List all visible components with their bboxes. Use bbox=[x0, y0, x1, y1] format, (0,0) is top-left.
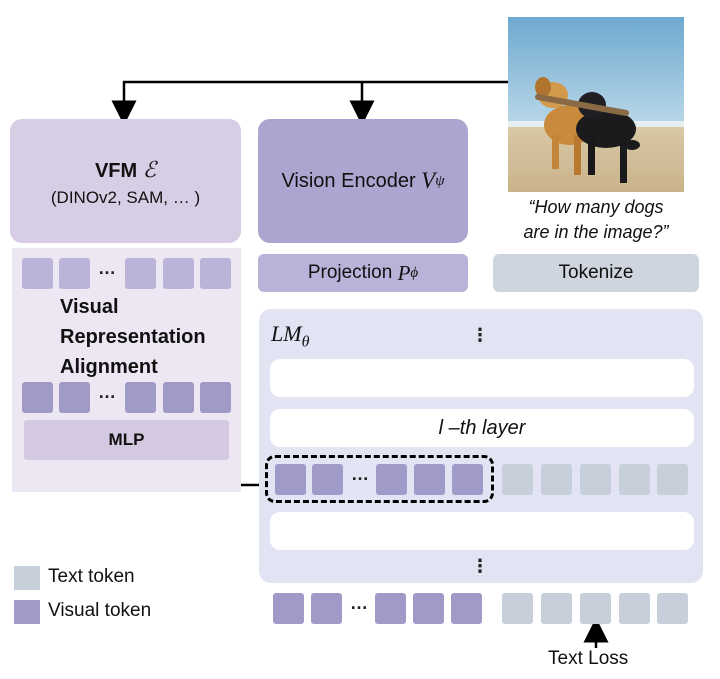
lm-visual-token bbox=[452, 464, 483, 495]
lm-visual-token bbox=[376, 464, 407, 495]
lm-text-token bbox=[657, 464, 688, 495]
vfm-feature-token bbox=[200, 258, 231, 289]
legend-visual-token-swatch bbox=[14, 600, 40, 624]
projected-token bbox=[200, 382, 231, 413]
mlp-box: MLP bbox=[24, 420, 229, 460]
alignment-label: Visual Representation Alignment bbox=[60, 296, 206, 378]
image-to-vfm-arrow bbox=[111, 80, 508, 126]
output-text-token bbox=[502, 593, 533, 624]
output-text-token bbox=[657, 593, 688, 624]
question-text: “How many dogs are in the image?” bbox=[523, 197, 669, 242]
lm-vdots-bottom: ⋮ bbox=[471, 556, 489, 576]
legend-text-token-label: Text token bbox=[48, 566, 135, 587]
lm-text-token bbox=[502, 464, 533, 495]
lm-symbol: LMθ bbox=[271, 321, 310, 351]
projected-token bbox=[125, 382, 156, 413]
output-visual-token bbox=[451, 593, 482, 624]
lm-vdots-top: ⋮ bbox=[471, 325, 489, 345]
output-visual-token bbox=[273, 593, 304, 624]
lm-text-token bbox=[619, 464, 650, 495]
vfm-panel: … Visual Representation Alignment … MLP bbox=[12, 248, 241, 492]
vfm-feature-token bbox=[125, 258, 156, 289]
output-visual-ellipsis: … bbox=[350, 593, 368, 613]
dogs-photo bbox=[508, 17, 684, 192]
text-loss-label: Text Loss bbox=[548, 648, 629, 669]
vfm-symbol: ℰ bbox=[142, 157, 157, 182]
vfm-box: VFM ℰ (DINOv2, SAM, … ) bbox=[10, 119, 241, 243]
vfm-feature-token bbox=[59, 258, 90, 289]
tokenize-box: Tokenize bbox=[493, 254, 699, 292]
output-visual-token bbox=[413, 593, 444, 624]
lm-visual-token bbox=[414, 464, 445, 495]
lm-text-token bbox=[541, 464, 572, 495]
output-text-token bbox=[541, 593, 572, 624]
output-visual-token bbox=[375, 593, 406, 624]
vfm-subtitle: (DINOv2, SAM, … ) bbox=[50, 188, 201, 207]
output-text-token bbox=[619, 593, 650, 624]
vfm-feature-token bbox=[163, 258, 194, 289]
lm-visual-token bbox=[312, 464, 343, 495]
vfm-feature-ellipsis: … bbox=[98, 258, 116, 278]
projected-ellipsis: … bbox=[98, 382, 116, 402]
legend-visual-token-label: Visual token bbox=[48, 600, 152, 621]
output-visual-token bbox=[311, 593, 342, 624]
lm-layer-l: l –th layer bbox=[270, 409, 694, 447]
projected-token bbox=[59, 382, 90, 413]
projected-token bbox=[163, 382, 194, 413]
lm-visual-token bbox=[275, 464, 306, 495]
lm-text-token bbox=[580, 464, 611, 495]
lm-panel: LMθ ⋮ l –th layer … ⋮ bbox=[259, 309, 703, 583]
selected-visual-tokens-outline bbox=[265, 455, 494, 503]
lm-layer-lower bbox=[270, 512, 694, 550]
projected-token bbox=[22, 382, 53, 413]
lm-layer-upper bbox=[270, 359, 694, 397]
legend-text-token-swatch bbox=[14, 566, 40, 590]
vfm-title: VFM ℰ bbox=[94, 157, 157, 182]
vfm-feature-token bbox=[22, 258, 53, 289]
lm-visual-ellipsis: … bbox=[351, 464, 369, 484]
output-text-token bbox=[580, 593, 611, 624]
